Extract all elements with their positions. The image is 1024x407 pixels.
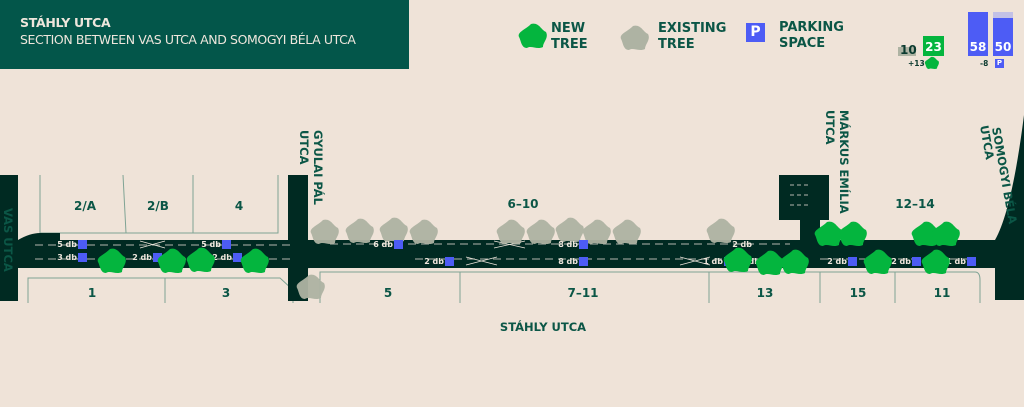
existing-tree-icon <box>379 217 408 242</box>
new-tree-icon <box>838 221 867 246</box>
parking-count: 1 db <box>703 257 723 266</box>
legend-existing-tree: EXISTING TREE <box>658 21 726 53</box>
parking-count: 5 db <box>57 240 77 249</box>
parking-before-bar <box>968 12 988 56</box>
parking-count: 2 db <box>424 257 444 266</box>
existing-tree-icon <box>345 218 374 243</box>
title-panel: STÁHLY UTCA SECTION BETWEEN VAS UTCA AND… <box>0 0 409 69</box>
lot-label: 12–14 <box>895 197 934 211</box>
street-name-vas: VAS UTCA <box>1 208 15 272</box>
parking-count: 1 db <box>946 257 966 266</box>
lot-label: 13 <box>757 286 774 300</box>
legend-new-tree: NEW TREE <box>551 21 588 53</box>
street-name-stahly: STÁHLY UTCA <box>500 319 586 334</box>
map-title: STÁHLY UTCA <box>20 15 111 30</box>
parking-count: 2 db <box>132 253 152 262</box>
existing-tree-icon <box>409 219 438 244</box>
existing-tree-icon <box>555 217 584 242</box>
street-name-somogyi: UTCA <box>977 124 997 161</box>
lot-label: 6–10 <box>507 197 538 211</box>
parking-count: 8 db <box>558 240 578 249</box>
legend-parking-icon: P <box>746 23 765 42</box>
legend-label: EXISTING <box>658 21 727 36</box>
parking-count: 2 db <box>827 257 847 266</box>
trees-after-value: 23 <box>923 36 944 56</box>
parking-small-icon: P <box>995 59 1004 68</box>
lot-label: 3 <box>222 286 230 300</box>
legend-new-tree-icon <box>518 23 547 48</box>
legend-parking: PARKING SPACE <box>779 20 844 52</box>
parking-count: 2 db <box>212 253 232 262</box>
existing-tree-icon <box>706 218 735 243</box>
lot-label: 4 <box>235 199 243 213</box>
lot-label: 15 <box>850 286 867 300</box>
lot-label: 1 <box>88 286 96 300</box>
street-name-gyulai: GYULAI PÁL <box>311 130 326 206</box>
tree-small-icon <box>924 56 939 69</box>
parking-count: 5 db <box>201 240 221 249</box>
parking-before-value: 58 <box>969 40 987 54</box>
parking-after-bar-bg <box>993 12 1013 56</box>
parking-lane-markings <box>35 184 975 260</box>
existing-tree-icon <box>310 219 339 244</box>
parking-change: -8 <box>980 59 989 68</box>
lot-label: 2/B <box>147 199 169 213</box>
parking-count: 6 db <box>373 240 393 249</box>
lot-label: 5 <box>384 286 392 300</box>
parking-count: 8 db <box>558 257 578 266</box>
parking-count: 2 db <box>732 240 752 249</box>
lot-label: 7–11 <box>567 286 598 300</box>
trees-before-value: 10 <box>900 43 917 57</box>
map-subtitle: SECTION BETWEEN VAS UTCA AND SOMOGYI BÉL… <box>20 32 356 47</box>
parking-after-value: 50 <box>994 40 1012 54</box>
street-name-gyulai: UTCA <box>297 130 311 165</box>
legend-label: SPACE <box>779 36 826 51</box>
street-name-markus: MÁRKUS EMÍLIA <box>837 110 852 214</box>
parking-after-bar-fill <box>993 18 1013 56</box>
trees-change: +13 <box>908 59 925 68</box>
parking-count: 2 db <box>891 257 911 266</box>
lot-label: 11 <box>934 286 951 300</box>
no-parking-crosses <box>139 240 711 266</box>
lot-label: 2/A <box>74 199 97 213</box>
legend-label: NEW <box>551 21 586 36</box>
new-tree-icon <box>931 221 960 246</box>
legend-existing-tree-icon <box>620 25 649 50</box>
existing-tree-icon <box>496 219 525 244</box>
parking-count: 3 db <box>57 253 77 262</box>
existing-tree-icon <box>526 219 555 244</box>
parking-labels: 5 db 3 db 2 db 5 db 2 db 6 db 2 db 8 db … <box>57 240 966 266</box>
legend-label: TREE <box>658 37 695 52</box>
trees-before-bar <box>898 47 916 56</box>
existing-tree-icon <box>612 219 641 244</box>
legend-label: PARKING <box>779 20 844 35</box>
legend-label: TREE <box>551 37 588 52</box>
street-name-markus: UTCA <box>823 110 837 145</box>
